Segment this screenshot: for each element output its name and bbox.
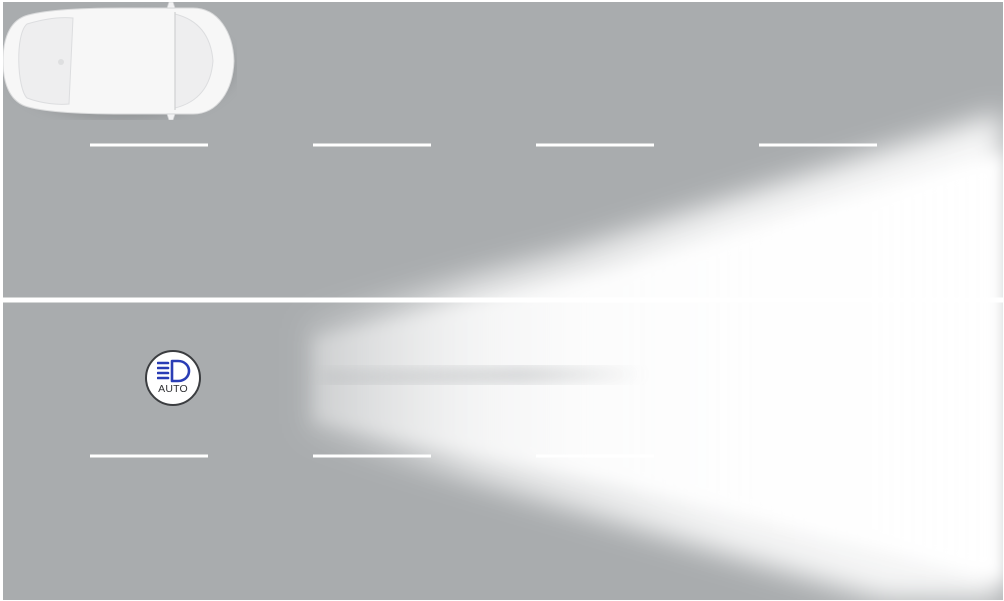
auto-label: AUTO bbox=[147, 383, 199, 395]
right-mirror bbox=[167, 114, 175, 120]
road-scene: AUTO bbox=[3, 2, 1003, 600]
auto-headlight-badge: AUTO bbox=[145, 350, 201, 406]
rear-window bbox=[19, 18, 73, 105]
auto-headlight-icon bbox=[157, 359, 191, 383]
left-mirror bbox=[167, 2, 175, 8]
headlight-beam bbox=[303, 112, 1003, 600]
car-top-view bbox=[3, 2, 237, 120]
